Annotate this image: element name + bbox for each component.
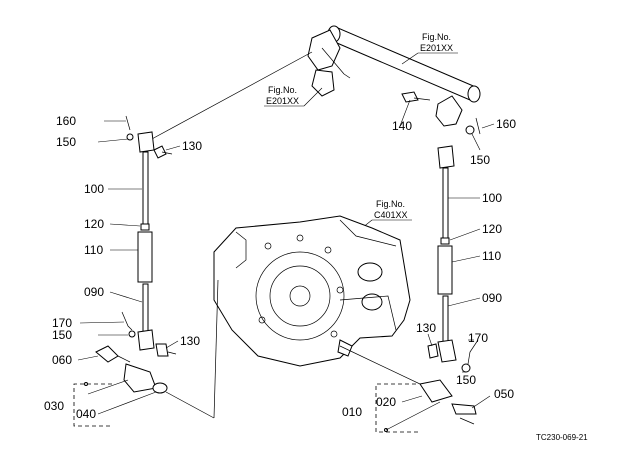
leader-lines (77, 99, 495, 431)
label-150-left: 150 (56, 135, 76, 149)
svg-text:Fig.No.: Fig.No. (422, 32, 451, 42)
label-090-left: 090 (84, 285, 104, 299)
label-110-left: 110 (84, 243, 103, 257)
label-150-right: 150 (470, 153, 490, 167)
label-120-left: 120 (84, 217, 104, 231)
link-line-top-left (149, 51, 313, 141)
label-040: 040 (76, 407, 96, 421)
svg-text:E201XX: E201XX (420, 43, 453, 53)
label-100-left: 100 (84, 182, 104, 196)
link-line-left-case (213, 279, 219, 419)
label-170-right: 170 (468, 331, 488, 345)
label-090-right: 090 (482, 291, 502, 305)
drawing-code: TC230-069-21 (536, 433, 588, 442)
label-030: 030 (44, 399, 64, 413)
ref-box-top-left: Fig.No. E201XX (264, 85, 323, 107)
ref-box-top-right: Fig.No. E201XX (401, 32, 458, 65)
bracket-030 (73, 382, 112, 427)
label-130-left: 130 (182, 139, 202, 153)
label-020: 020 (376, 395, 396, 409)
transmission-case (213, 215, 411, 367)
label-120-right: 120 (482, 222, 502, 236)
link-line-left-lower (165, 391, 215, 419)
top-shaft-assembly (307, 25, 481, 127)
label-010: 010 (342, 405, 362, 419)
svg-text:E201XX: E201XX (266, 96, 299, 106)
svg-text:C401XX: C401XX (374, 210, 408, 220)
right-rod-assembly (401, 91, 481, 425)
label-130-left-lower: 130 (180, 334, 200, 348)
label-100-right: 100 (482, 191, 502, 205)
link-line-right-case (339, 345, 421, 385)
label-150-left-lower: 150 (52, 328, 72, 342)
label-160-left: 160 (56, 114, 76, 128)
svg-text:Fig.No.: Fig.No. (268, 85, 297, 95)
label-060: 060 (52, 353, 72, 367)
label-130-right: 130 (416, 321, 436, 335)
left-rod-assembly (95, 115, 177, 394)
label-110-right: 110 (482, 249, 501, 263)
label-160-right: 160 (496, 117, 516, 131)
label-150-right-lower: 150 (456, 373, 476, 387)
svg-text:Fig.No.: Fig.No. (376, 199, 405, 209)
label-140-right: 140 (392, 119, 412, 133)
label-170-left: 170 (52, 316, 72, 330)
label-050: 050 (494, 387, 514, 401)
